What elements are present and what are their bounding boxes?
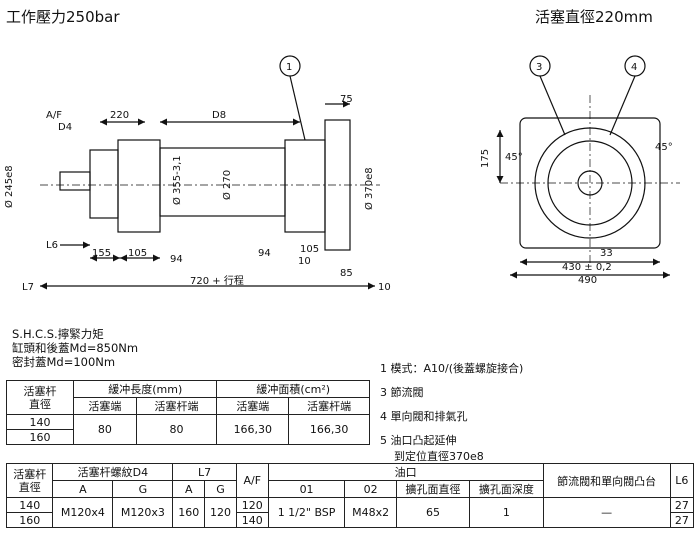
header-02: 02 [344, 480, 397, 498]
legend-item: 5 油口凸起延伸 [380, 434, 457, 447]
angle-45a: 45° [505, 152, 523, 163]
header-cushion-area: 緩冲面積(cm²) [216, 380, 370, 398]
header-01: 01 [267, 480, 346, 498]
dim-o245: Ø 245e8 [3, 165, 15, 208]
port-02: M48x2 [344, 497, 397, 528]
thread-port-table: 活塞杆 直徑 活塞杆螺紋D4 L7 A/F 油口 節流閥和單向閥凸台 L6 A … [5, 463, 695, 528]
dim-220: 220 [110, 110, 129, 121]
cushion-len-rod: 80 [135, 414, 218, 445]
header-a: A [172, 480, 206, 498]
port-01: 1 1/2" BSP [267, 497, 346, 528]
legend-item: 1 模式：A10/(後蓋螺旋接合) [380, 362, 524, 375]
header-g: G [204, 480, 237, 498]
dim-85: 85 [340, 268, 353, 279]
torque-notes: S.H.C.S.擰緊力矩 缸頭和後蓋Md=850Nm 密封蓋Md=100Nm [12, 327, 138, 369]
header-bore-dia: 擴孔面直徑 [395, 480, 471, 498]
pressure-title: 工作壓力250bar [6, 8, 120, 26]
dim-94b: 94 [258, 248, 271, 259]
legend-item: 3 節流閥 [380, 386, 424, 399]
dim-o270: Ø 270 [221, 170, 233, 200]
header-cushion-length: 緩冲長度(mm) [72, 380, 218, 398]
dim-d8: D8 [212, 110, 226, 121]
header-l7: L7 [172, 463, 237, 481]
dim-l7: L7 [22, 282, 34, 293]
row-label: 160 [5, 512, 54, 528]
cylinder-drawing: 1 3 4 A/F D4 220 D8 75 Ø 245e8 Ø 355-3,1… [3, 55, 680, 293]
bore-depth: 1 [469, 497, 544, 528]
row-label: 160 [6, 429, 74, 445]
row-label: 140 [5, 497, 54, 513]
header-g: G [112, 480, 174, 498]
l6-value: 27 [669, 497, 695, 513]
angle-45b: 45° [655, 142, 673, 153]
dim-af: A/F [46, 110, 62, 121]
dim-105a: 105 [128, 248, 147, 259]
cushion-area-cap: 166,30 [216, 414, 290, 445]
header-rod-dia: 活塞杆 直徑 [6, 380, 74, 415]
valve-boss: — [542, 497, 671, 528]
header-cap-end: 活塞端 [73, 397, 137, 415]
row-label: 140 [6, 414, 74, 430]
dim-stroke: 720 + 行程 [190, 274, 244, 287]
dim-10a: 10 [298, 256, 311, 267]
header-l6: L6 [669, 463, 695, 498]
legend-item: 4 單向閥和排氣孔 [380, 410, 468, 423]
thread-g: M120x3 [112, 497, 174, 528]
header-af: A/F [235, 463, 269, 498]
callout-4: 4 [631, 62, 637, 73]
thread-a: M120x4 [52, 497, 114, 528]
dim-33: 33 [600, 248, 613, 259]
cushion-area-rod: 166,30 [288, 414, 370, 445]
callout-3: 3 [536, 62, 542, 73]
af-value: 120 [235, 497, 269, 513]
af-value: 140 [235, 512, 269, 528]
header-bore-depth: 擴孔面深度 [469, 480, 544, 498]
dim-d4: D4 [58, 122, 72, 133]
dim-l6: L6 [46, 240, 58, 251]
dim-75: 75 [340, 94, 353, 105]
dim-490: 490 [578, 275, 597, 286]
legend-item: 到定位直徑370e8 [394, 450, 484, 463]
header-rod-end: 活塞杆端 [135, 397, 218, 415]
l7-g: 120 [204, 497, 237, 528]
dim-105b: 105 [300, 244, 319, 255]
l6-value: 27 [669, 512, 695, 528]
dim-175: 175 [480, 149, 491, 168]
dim-94a: 94 [170, 254, 183, 265]
dim-o370: Ø 370e8 [363, 167, 375, 210]
dim-10b: 10 [378, 282, 391, 293]
callout-1: 1 [286, 62, 292, 73]
header-valve-boss: 節流閥和單向閥凸台 [542, 463, 671, 498]
l7-a: 160 [172, 497, 206, 528]
bore-dia: 65 [395, 497, 471, 528]
cushion-table: 活塞杆 直徑 緩冲長度(mm) 緩冲面積(cm²) 活塞端 活塞杆端 活塞端 活… [6, 380, 370, 445]
dim-o355: Ø 355-3,1 [171, 155, 183, 205]
header-rod-dia: 活塞杆 直徑 [5, 463, 54, 498]
note-line: 密封蓋Md=100Nm [12, 355, 116, 369]
header-rod-end: 活塞杆端 [288, 397, 370, 415]
legend: 1 模式：A10/(後蓋螺旋接合) 3 節流閥 4 單向閥和排氣孔 5 油口凸起… [380, 360, 523, 472]
piston-diameter-title: 活塞直徑220mm [535, 8, 653, 26]
header-thread: 活塞杆螺紋D4 [52, 463, 174, 481]
header-port: 油口 [267, 463, 544, 481]
note-line: 缸頭和後蓋Md=850Nm [12, 341, 139, 355]
dim-430: 430 ± 0,2 [562, 262, 612, 273]
note-line: S.H.C.S.擰緊力矩 [12, 327, 104, 341]
dim-155: 155 [92, 248, 111, 259]
cushion-len-cap: 80 [73, 414, 137, 445]
header-a: A [52, 480, 114, 498]
header-cap-end: 活塞端 [216, 397, 290, 415]
